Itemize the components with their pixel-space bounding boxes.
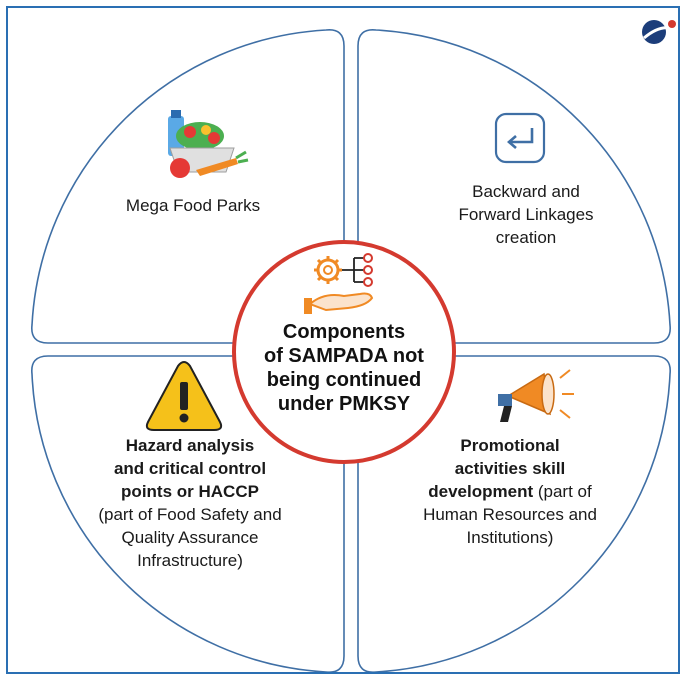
promo-bold3: development	[428, 482, 534, 501]
center-title: Components of SAMPADA not being continue…	[254, 320, 434, 416]
quadrant-top-right	[357, 29, 671, 344]
promo-normal3: (part of	[533, 482, 592, 501]
quadrant-diagram	[31, 20, 676, 672]
haccp-label: Hazard analysis and critical control poi…	[68, 434, 312, 572]
quadrant-bottom-left	[31, 355, 345, 672]
linkages-line1: Backward and	[472, 182, 580, 201]
center-line4: under PMKSY	[277, 393, 411, 415]
haccp-bold1: Hazard analysis	[125, 436, 255, 455]
return-arrow-icon	[494, 112, 546, 164]
promo-bold1: Promotional	[460, 436, 560, 455]
promo-normal5: Institutions)	[466, 528, 554, 547]
promotional-label: Promotional activities skill development…	[390, 434, 630, 549]
mega-food-parks-label: Mega Food Parks	[78, 194, 308, 217]
center-line1: Components	[282, 321, 406, 343]
quadrant-top-left	[31, 29, 345, 344]
center-line3: being continued	[266, 369, 422, 391]
logo-icon	[642, 20, 676, 44]
center-line2: of SAMPADA not	[264, 345, 424, 367]
haccp-normal2: Quality Assurance	[121, 528, 259, 547]
center-circle	[232, 240, 456, 464]
quadrant-bottom-right	[357, 355, 671, 672]
mega-food-parks-text: Mega Food Parks	[125, 196, 261, 215]
linkages-label: Backward and Forward Linkages creation	[426, 180, 626, 249]
diagram-frame: Mega Food Parks Backward and Forward Lin…	[6, 6, 680, 674]
haccp-bold2: and critical control	[113, 459, 267, 478]
gear-hand-icon	[304, 253, 374, 314]
haccp-normal3: Infrastructure)	[137, 551, 243, 570]
promo-line3: development (part of	[390, 480, 630, 503]
haccp-normal1: (part of Food Safety and	[98, 505, 282, 524]
megaphone-icon	[498, 369, 574, 422]
promo-normal4: Human Resources and	[423, 505, 597, 524]
food-basket-icon	[168, 110, 249, 178]
promo-bold2: activities skill	[454, 459, 566, 478]
haccp-bold3: points or HACCP	[121, 482, 259, 501]
linkages-line3: creation	[495, 228, 557, 247]
linkages-line2: Forward Linkages	[458, 205, 594, 224]
warning-icon	[145, 361, 223, 431]
